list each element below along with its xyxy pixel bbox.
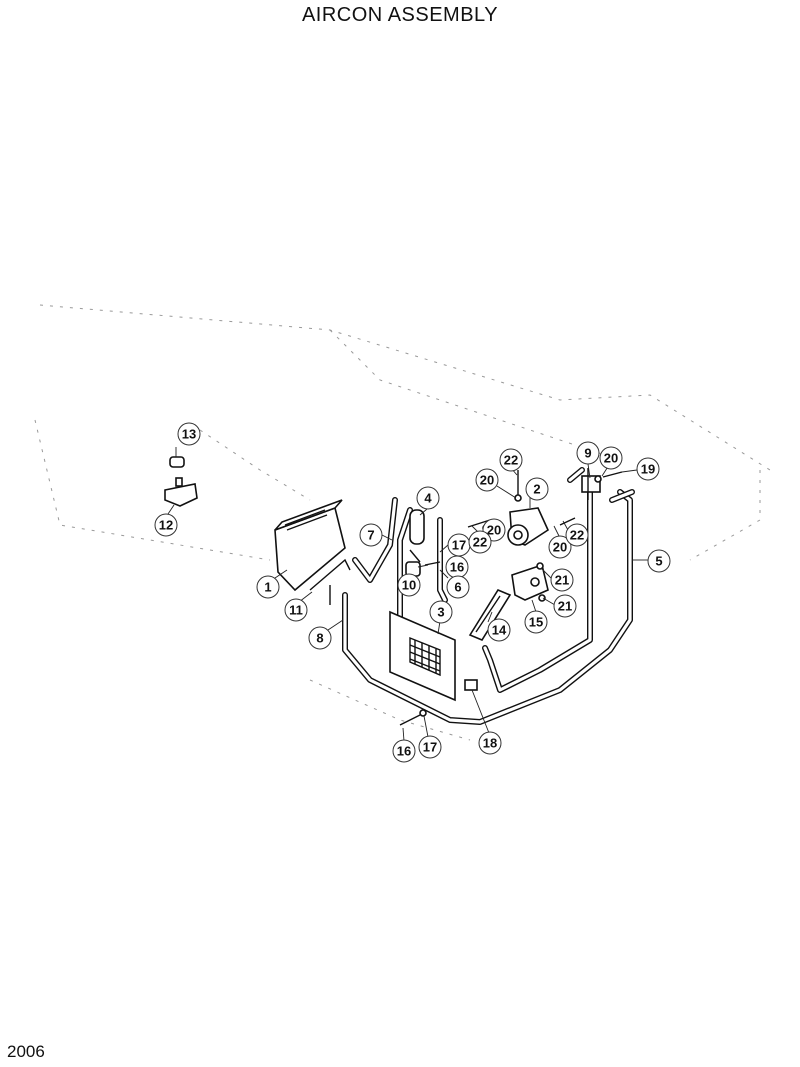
valve-part — [405, 549, 421, 577]
svg-text:15: 15 — [529, 615, 543, 630]
svg-text:10: 10 — [402, 578, 416, 593]
svg-text:18: 18 — [483, 736, 497, 751]
callout-2: 2 — [525, 477, 549, 501]
drive-belt-part — [468, 589, 512, 641]
callout-9: 9 — [576, 441, 600, 465]
callout-14: 14 — [487, 618, 511, 642]
callout-3: 3 — [429, 600, 453, 624]
svg-text:7: 7 — [367, 528, 374, 543]
svg-text:3: 3 — [437, 605, 444, 620]
svg-text:20: 20 — [604, 451, 618, 466]
svg-text:14: 14 — [492, 623, 507, 638]
callout-7: 7 — [359, 523, 383, 547]
svg-text:17: 17 — [423, 740, 437, 755]
callout-5: 5 — [647, 549, 671, 573]
callout-17b: 17 — [418, 735, 442, 759]
svg-text:12: 12 — [159, 518, 173, 533]
evaporator-unit-part — [274, 499, 346, 592]
svg-text:9: 9 — [584, 446, 591, 461]
callout-21a: 21 — [550, 568, 574, 592]
rubber-cap-part — [169, 456, 185, 468]
callout-20b: 20 — [475, 468, 499, 492]
callout-17a: 17 — [447, 533, 471, 557]
svg-text:19: 19 — [641, 462, 655, 477]
callout-22b: 22 — [468, 530, 492, 554]
svg-text:4: 4 — [424, 491, 432, 506]
svg-text:8: 8 — [316, 631, 323, 646]
receiver-drier-part — [409, 509, 425, 545]
callout-18: 18 — [478, 731, 502, 755]
svg-text:20: 20 — [487, 523, 501, 538]
callout-1: 1 — [256, 575, 280, 599]
callout-10: 10 — [397, 573, 421, 597]
callout-15: 15 — [524, 610, 548, 634]
callout-13: 13 — [177, 422, 201, 446]
svg-text:13: 13 — [182, 427, 196, 442]
svg-text:11: 11 — [289, 603, 303, 618]
callout-22a: 22 — [499, 448, 523, 472]
page-title: AIRCON ASSEMBLY — [301, 4, 499, 26]
svg-text:20: 20 — [553, 540, 567, 555]
svg-text:22: 22 — [473, 535, 487, 550]
condenser-part — [389, 610, 456, 702]
bracket-part — [309, 558, 351, 605]
callout-16a: 16 — [445, 555, 469, 579]
machine-outline — [34, 304, 771, 741]
svg-text:21: 21 — [555, 573, 569, 588]
svg-text:2: 2 — [533, 482, 540, 497]
svg-text:21: 21 — [558, 599, 572, 614]
svg-text:6: 6 — [454, 580, 461, 595]
callout-22c: 22 — [565, 523, 589, 547]
page-number: 2006 — [7, 1042, 45, 1061]
hose-lines — [342, 467, 635, 725]
svg-text:17: 17 — [452, 538, 466, 553]
svg-text:16: 16 — [450, 560, 464, 575]
svg-text:22: 22 — [504, 453, 518, 468]
callout-21b: 21 — [553, 594, 577, 618]
callout-20a: 20 — [599, 446, 623, 470]
compressor-part — [507, 507, 550, 546]
callout-19: 19 — [636, 457, 660, 481]
svg-text:22: 22 — [570, 528, 584, 543]
svg-text:20: 20 — [480, 473, 494, 488]
callout-11: 11 — [284, 598, 308, 622]
svg-text:1: 1 — [264, 580, 271, 595]
callout-16b: 16 — [392, 739, 416, 763]
svg-text:5: 5 — [655, 554, 662, 569]
callout-8: 8 — [308, 626, 332, 650]
mount-part — [164, 477, 198, 507]
callout-6: 6 — [446, 575, 470, 599]
callout-12: 12 — [154, 513, 178, 537]
callout-20d: 20 — [548, 535, 572, 559]
svg-text:16: 16 — [397, 744, 411, 759]
callout-4: 4 — [416, 486, 440, 510]
